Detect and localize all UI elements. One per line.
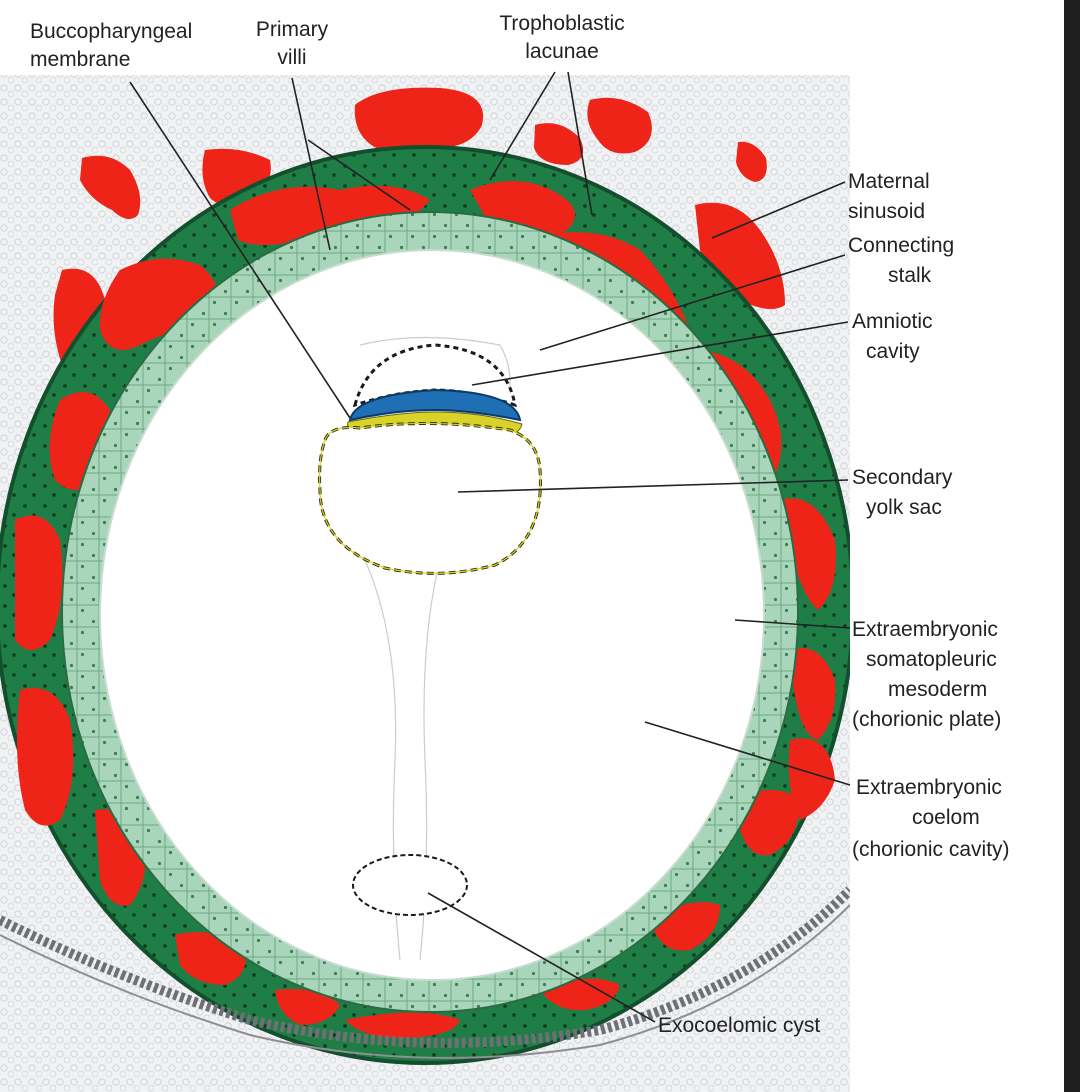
label-amniotic-cavity: Amniotic cavity: [852, 310, 933, 363]
label-text: Connecting: [848, 234, 954, 257]
label-text: mesoderm: [888, 678, 987, 701]
label-text: sinusoid: [848, 200, 925, 223]
label-chorionic-plate: Extraembryonic somatopleuric mesoderm (c…: [852, 618, 1001, 731]
label-exocoelomic-cyst: Exocoelomic cyst: [658, 1014, 820, 1037]
label-text: (chorionic plate): [852, 708, 1001, 731]
extraembryonic-coelom: [99, 249, 765, 981]
label-text: Maternal: [848, 170, 930, 193]
label-connecting-stalk: Connecting stalk: [848, 234, 954, 287]
label-text: (chorionic cavity): [852, 838, 1010, 861]
label-text: Amniotic: [852, 310, 933, 333]
label-text: somatopleuric: [866, 648, 997, 671]
label-text: Primary: [256, 18, 329, 41]
label-text: Extraembryonic: [852, 618, 998, 641]
label-text: Trophoblastic: [499, 12, 624, 35]
label-chorionic-cavity: Extraembryonic coelom (chorionic cavity): [852, 776, 1010, 861]
uterine-epithelium: [0, 886, 850, 1048]
label-text: cavity: [866, 340, 920, 363]
label-text: membrane: [30, 48, 130, 71]
scrollbar-track: [1064, 0, 1080, 1092]
label-secondary-yolk-sac: Secondary yolk sac: [852, 466, 953, 519]
label-primary-villi: Primary villi: [256, 18, 329, 69]
label-text: villi: [277, 46, 306, 69]
label-text: Exocoelomic cyst: [658, 1014, 820, 1037]
epiblast: [348, 388, 522, 422]
label-text: Buccopharyngeal: [30, 20, 192, 43]
label-maternal-sinusoid: Maternal sinusoid: [848, 170, 930, 223]
label-text: Secondary: [852, 466, 953, 489]
label-text: stalk: [888, 264, 932, 287]
label-text: coelom: [912, 806, 980, 829]
label-text: lacunae: [525, 40, 599, 63]
label-buccopharyngeal-membrane: Buccopharyngeal membrane: [30, 20, 192, 71]
secondary-yolk-sac: [318, 421, 542, 575]
label-trophoblastic-lacunae: Trophoblastic lacunae: [499, 12, 624, 63]
label-text: yolk sac: [866, 496, 942, 519]
exocoelomic-cyst: [352, 854, 468, 916]
leader-lines: [129, 71, 851, 1023]
label-text: Extraembryonic: [856, 776, 1002, 799]
